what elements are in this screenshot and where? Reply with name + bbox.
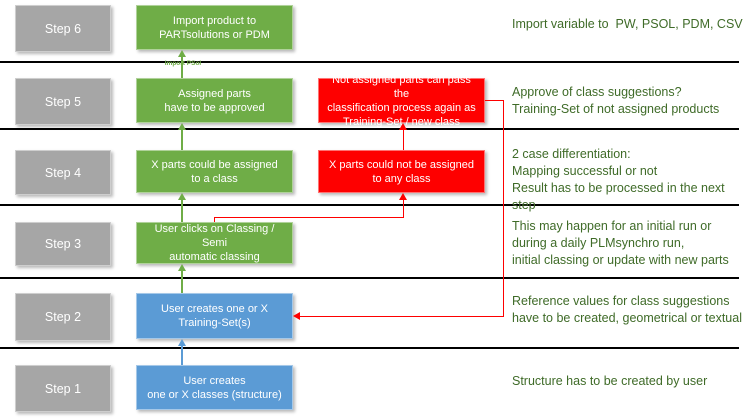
note-step-6: Import variable to PW, PSOL, PDM, CSV xyxy=(512,17,743,31)
note-step-2: Reference values for class suggestions h… xyxy=(512,294,742,325)
row-divider xyxy=(0,347,739,349)
import-psol-label: Import PSol xyxy=(164,60,202,67)
note-step-5: Approve of class suggestions? Training-S… xyxy=(512,85,720,116)
note-step-4: 2 case differentiation: Mapping successf… xyxy=(512,147,725,212)
flow-box-parts-assigned: X parts could be assigned to a class xyxy=(136,150,293,193)
step-badge-2: Step 2 xyxy=(15,293,111,341)
step-badge-5: Step 5 xyxy=(15,78,111,125)
flow-box-import-product: Import product to PARTsolutions or PDM xyxy=(136,5,293,50)
row-divider xyxy=(0,128,739,130)
flow-box-training-set: User creates one or X Training-Set(s) xyxy=(136,293,293,339)
flow-box-not-assigned: X parts could not be assigned to any cla… xyxy=(318,150,485,193)
row-divider xyxy=(0,61,739,63)
flow-box-user-classing: User clicks on Classing / Semi automatic… xyxy=(136,222,293,264)
row-divider xyxy=(0,204,739,206)
flow-box-not-assigned-pass: Not assigned parts can pass the classifi… xyxy=(318,74,485,128)
row-divider xyxy=(0,277,739,279)
flow-box-assigned-parts: Assigned parts have to be approved xyxy=(136,78,293,123)
step-badge-4: Step 4 xyxy=(15,150,111,195)
note-step-3: This may happen for an initial run or du… xyxy=(512,219,729,267)
note-step-1: Structure has to be created by user xyxy=(512,374,708,388)
step-badge-3: Step 3 xyxy=(15,222,111,266)
step-badge-1: Step 1 xyxy=(15,365,111,412)
step-badge-6: Step 6 xyxy=(15,5,111,52)
flow-box-create-classes: User creates one or X classes (structure… xyxy=(136,365,293,410)
